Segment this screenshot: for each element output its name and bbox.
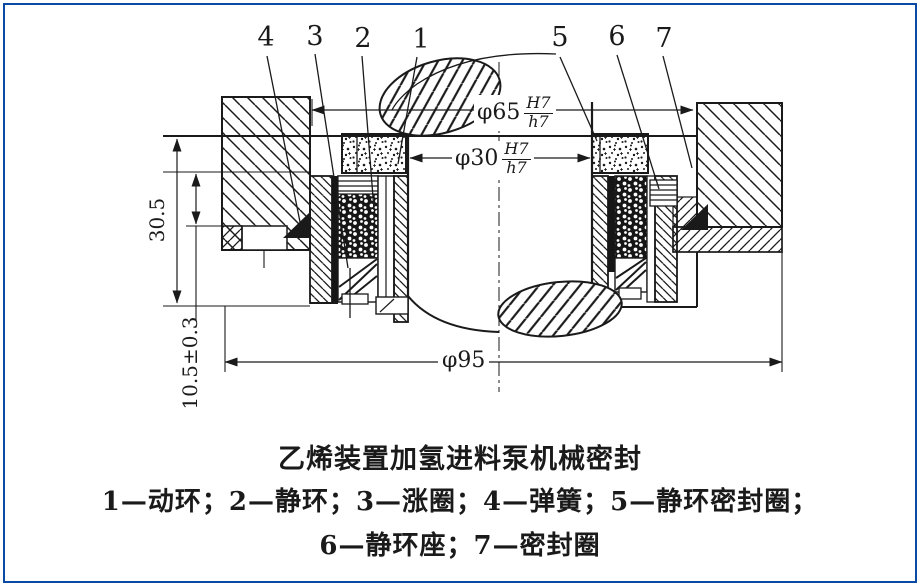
callout-number-1: 1 bbox=[412, 24, 430, 55]
dim-depth-label: 10.5±0.3 bbox=[178, 316, 202, 410]
dim-phi30-fit-upper: H7 bbox=[502, 139, 531, 160]
expansion-ring-left bbox=[341, 293, 369, 305]
callout-number-4: 4 bbox=[257, 22, 275, 53]
leader-1 bbox=[397, 56, 418, 165]
parts-legend-line-2: 6—静环座；7—密封圈 bbox=[319, 531, 601, 561]
callout-number-6: 6 bbox=[608, 21, 626, 52]
seal-ring-right bbox=[591, 133, 649, 174]
parts-legend-line-1: 1—动环；2—静环；3—涨圈；4—弹簧；5—静环密封圈； bbox=[101, 487, 819, 517]
leader-6 bbox=[616, 54, 660, 190]
dim-phi65-fit: H7 h7 bbox=[524, 93, 553, 131]
callout-number-2: 2 bbox=[354, 23, 372, 54]
shaft-break-bottom bbox=[497, 280, 623, 338]
leader-7 bbox=[662, 55, 693, 169]
seal-stack-left bbox=[309, 175, 409, 323]
dim-phi65-fit-lower: h7 bbox=[528, 111, 549, 131]
seal-stack-right bbox=[591, 175, 697, 308]
leader-4 bbox=[266, 55, 301, 223]
callout-leaders bbox=[266, 52, 693, 318]
shaft-break-curve bbox=[407, 295, 500, 333]
dim-phi95-label: φ95 bbox=[438, 350, 490, 372]
leader-3 bbox=[314, 53, 351, 318]
callout-number-3: 3 bbox=[306, 21, 324, 52]
spring-wedge-left bbox=[283, 212, 310, 238]
shaft-break-top bbox=[378, 57, 502, 137]
dim-phi65-fit-upper: H7 bbox=[524, 93, 553, 114]
seal-wedge-right bbox=[681, 204, 708, 230]
dim-phi30-value: φ30 bbox=[455, 145, 499, 171]
callout-number-7: 7 bbox=[655, 23, 673, 54]
figure-title: 乙烯装置加氢进料泵机械密封 bbox=[278, 444, 642, 475]
dim-phi30-fit-lower: h7 bbox=[506, 157, 527, 177]
dim-phi30-label: φ30 H7 h7 bbox=[452, 139, 534, 177]
dim-phi65-label: φ65 H7 h7 bbox=[474, 93, 556, 131]
dim-phi30-fit: H7 h7 bbox=[502, 139, 531, 177]
dim-phi65-value: φ65 bbox=[477, 99, 521, 125]
seal-ring-left bbox=[341, 133, 407, 174]
gland-plate-left bbox=[221, 96, 311, 251]
dim-height-label: 30.5 bbox=[145, 197, 169, 243]
leader-5-arc bbox=[391, 52, 557, 111]
spring-section-right bbox=[614, 175, 648, 259]
leader-5 bbox=[559, 56, 598, 142]
leader-2 bbox=[361, 55, 375, 211]
callout-number-5: 5 bbox=[551, 22, 569, 53]
